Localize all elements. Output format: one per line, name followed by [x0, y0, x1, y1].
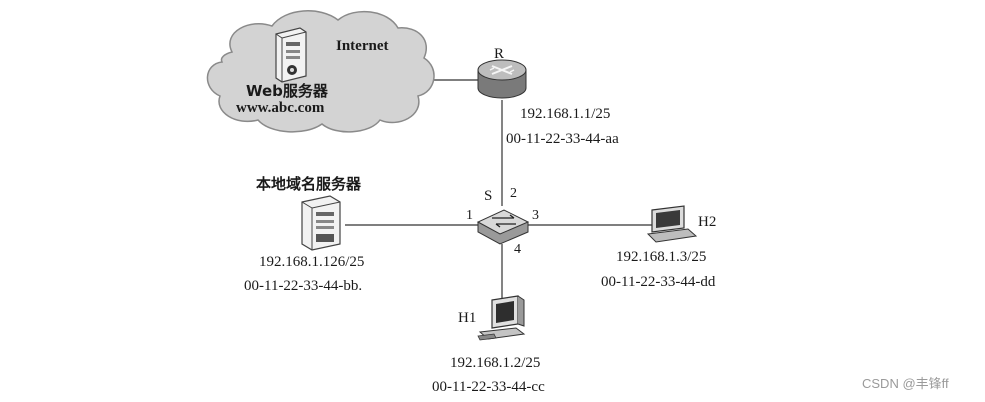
h2-ip: 192.168.1.3/25 [616, 249, 706, 265]
dns-server-icon [301, 195, 341, 251]
router-name: R [494, 46, 504, 62]
router-ip: 192.168.1.1/25 [520, 106, 610, 122]
watermark: CSDN @丰锋ff [862, 376, 949, 391]
switch-port-1: 1 [466, 208, 473, 223]
local-dns-server: 本地域名服务器 192.168.1.126/25 00-11-22-33-44-… [244, 175, 364, 294]
host-h2: H2 192.168.1.3/25 00-11-22-33-44-dd [601, 205, 716, 290]
router-r: R 192.168.1.1/25 00-11-22-33-44-aa [477, 46, 619, 147]
h2-name: H2 [698, 214, 716, 230]
web-server-url: www.abc.com [236, 100, 325, 116]
switch-port-2: 2 [510, 186, 517, 201]
h2-mac: 00-11-22-33-44-dd [601, 274, 716, 290]
desktop-computer-icon [477, 295, 526, 341]
dns-server-mac: 00-11-22-33-44-bb. [244, 278, 362, 294]
h1-name: H1 [458, 310, 476, 326]
h1-ip: 192.168.1.2/25 [450, 355, 540, 371]
host-h1: H1 192.168.1.2/25 00-11-22-33-44-cc [432, 295, 545, 395]
cloud-shape [206, 10, 435, 133]
switch-port-3: 3 [532, 208, 539, 223]
dns-server-name: 本地域名服务器 [256, 175, 362, 193]
switch-s: S 1 2 3 4 [466, 186, 539, 257]
laptop-icon [646, 205, 698, 243]
switch-icon [476, 209, 530, 245]
web-server-icon [275, 27, 307, 83]
switch-port-4: 4 [514, 242, 521, 257]
switch-name: S [484, 188, 492, 204]
router-mac: 00-11-22-33-44-aa [506, 131, 619, 147]
dns-server-ip: 192.168.1.126/25 [259, 254, 364, 270]
internet-cloud: Internet Web服务器 www.abc.com [206, 10, 435, 133]
internet-label: Internet [336, 38, 389, 54]
router-icon [477, 59, 527, 99]
h1-mac: 00-11-22-33-44-cc [432, 379, 545, 395]
web-server-label: Web服务器 [246, 82, 329, 100]
